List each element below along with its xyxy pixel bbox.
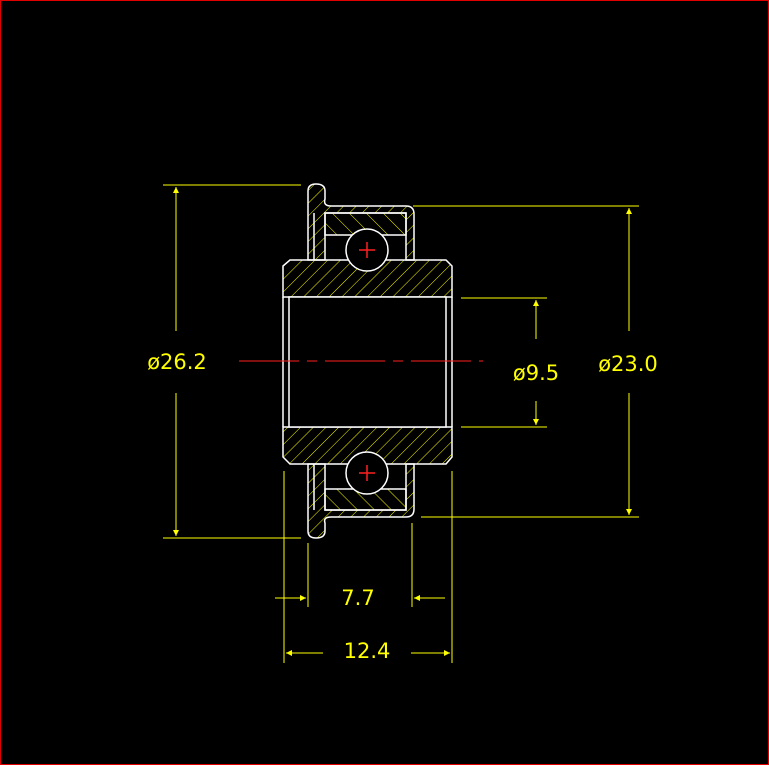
ball-lower	[345, 451, 389, 495]
inner-ring	[282, 259, 453, 465]
overall-width-label: 12.4	[344, 639, 391, 663]
dim-ring-width	[275, 523, 445, 607]
dim-overall-width	[283, 471, 453, 663]
outer-diameter-label: ø23.0	[598, 352, 658, 376]
ring-width-label: 7.7	[341, 586, 374, 610]
ball-upper	[345, 228, 389, 272]
flange-diameter-label: ø26.2	[147, 350, 207, 374]
dim-outer-diameter	[413, 205, 639, 518]
lower-outer-ring	[307, 463, 415, 539]
dim-flange-diameter	[163, 184, 301, 539]
bore-diameter-label: ø9.5	[513, 361, 559, 385]
dim-bore-diameter	[461, 297, 547, 428]
